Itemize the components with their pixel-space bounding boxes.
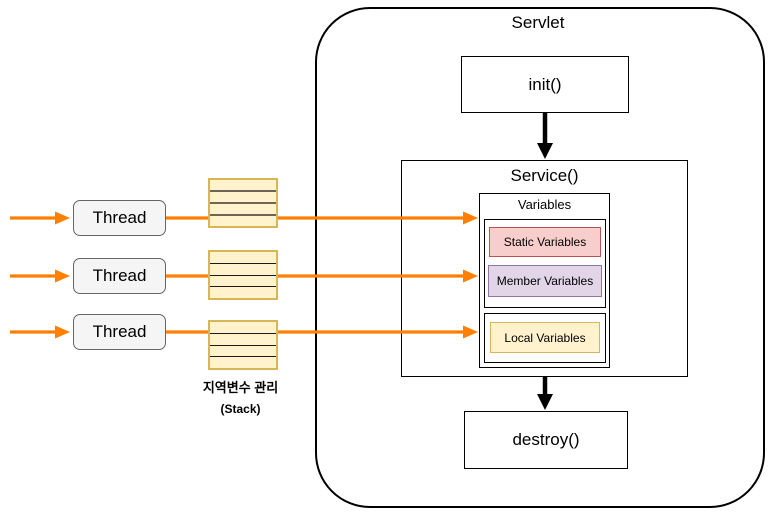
- thread-box-3: Thread: [73, 314, 166, 350]
- service-label: Service(): [510, 166, 579, 185]
- stack-box-3: [208, 320, 278, 370]
- destroy-box: destroy(): [464, 411, 628, 469]
- stack-caption-stack: (Stack): [220, 402, 261, 416]
- arrow-into-thread-2: [10, 269, 70, 283]
- static-variables-label: Static Variables: [503, 235, 587, 249]
- thread-1-label: Thread: [92, 208, 147, 227]
- arrow-into-thread-1: [10, 211, 70, 225]
- member-variables-label: Member Variables: [496, 274, 594, 288]
- thread-3-label: Thread: [92, 322, 147, 341]
- stack-box-2: [208, 250, 278, 300]
- arrow-into-thread-3: [10, 325, 70, 339]
- local-variables-label: Local Variables: [504, 330, 586, 345]
- thread-box-2: Thread: [73, 258, 166, 294]
- init-box: init(): [461, 56, 629, 113]
- variables-label: Variables: [517, 197, 572, 212]
- init-label: init(): [528, 74, 562, 94]
- destroy-label: destroy(): [512, 430, 580, 449]
- servlet-container-box: [315, 7, 765, 508]
- member-variables-box: Member Variables: [488, 265, 602, 297]
- thread-box-1: Thread: [73, 200, 166, 236]
- thread-2-label: Thread: [92, 266, 147, 285]
- servlet-title: Servlet: [511, 13, 565, 32]
- stack-box-1: [208, 178, 278, 228]
- static-variables-box: Static Variables: [489, 227, 601, 257]
- local-variables-box: Local Variables: [490, 322, 600, 353]
- stack-caption-korean: 지역변수 관리: [202, 380, 279, 395]
